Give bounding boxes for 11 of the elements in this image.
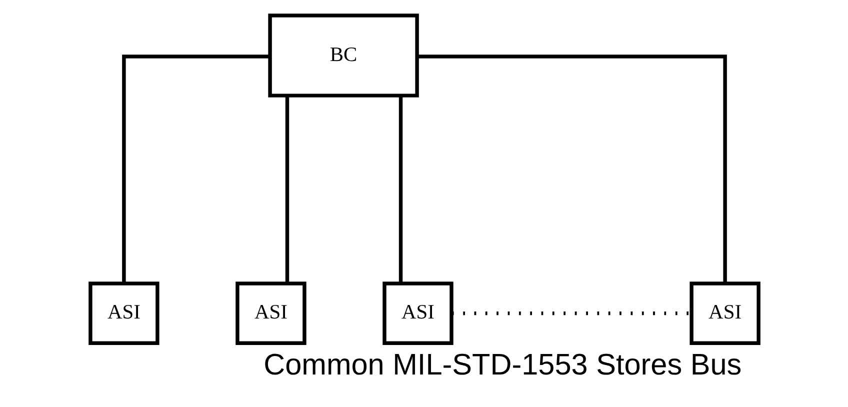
connector [416,54,726,284]
connector [398,96,402,283]
node-box: BC [268,14,418,98]
node-box: ASI [689,282,760,345]
node-box: ASI [382,282,453,345]
caption: Common MIL-STD-1553 Stores Bus [263,348,742,382]
connector [122,54,270,284]
connector [452,311,691,316]
connector [284,96,289,283]
node-box: ASI [88,282,159,345]
node-box: ASI [235,282,306,345]
